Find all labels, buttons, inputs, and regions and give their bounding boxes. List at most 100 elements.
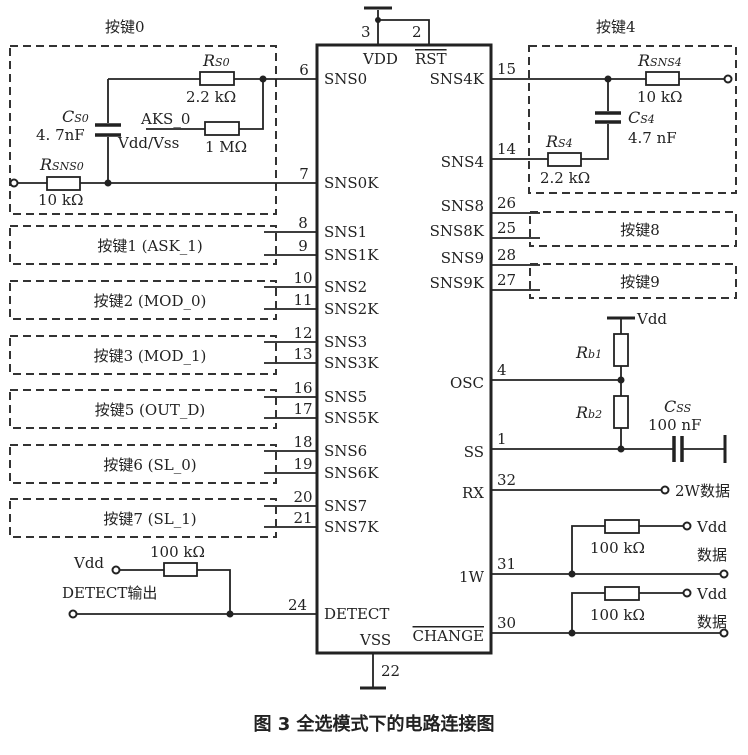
pin-name: SNS1K: [324, 246, 379, 264]
resistor-1w-pullup: [604, 519, 640, 534]
key-box-left[interactable]: 按键7 (SL_1): [9, 498, 277, 538]
key-box-left[interactable]: 按键1 (ASK_1): [9, 225, 277, 265]
oscillator-circuit: Vdd Rb1 Rb2 CSS 100 nF: [491, 310, 727, 463]
terminal[interactable]: [68, 609, 78, 619]
detect-circuit: Vdd 100 kΩ DETECT输出: [62, 543, 317, 619]
aks-label: AKS_0: [140, 110, 190, 128]
pin-number: 11: [293, 291, 312, 309]
key-label: 按键8: [620, 221, 660, 239]
cs0-value: 4. 7nF: [36, 126, 85, 144]
terminal[interactable]: [719, 628, 729, 638]
pin-name: SNS7: [324, 497, 367, 515]
key-box-left[interactable]: 按键6 (SL_0): [9, 444, 277, 484]
key-box-left[interactable]: 按键2 (MOD_0): [9, 280, 277, 320]
rx-2w-data-label: 2W数据: [675, 482, 730, 500]
pin-name: SNS2K: [324, 300, 379, 318]
terminal[interactable]: [111, 565, 121, 575]
pin-number: 18: [293, 433, 312, 451]
pin-number: 17: [293, 400, 312, 418]
pin-name: VDD: [362, 50, 398, 68]
resistor-rs4: [547, 152, 582, 167]
terminal[interactable]: [660, 485, 670, 495]
pin-number: 25: [497, 219, 516, 237]
pin-wire: [378, 19, 430, 45]
aks-label-2: Vdd/Vss: [117, 134, 179, 152]
pin-name: SNS6: [324, 442, 367, 460]
junction-dot: [104, 179, 112, 187]
pin-name: SNS0K: [324, 174, 379, 192]
key-box-outline: [529, 263, 737, 299]
pin-name: SNS4K: [430, 70, 485, 88]
pin-name: SNS8: [441, 197, 484, 215]
change-data-label: 数据: [697, 613, 727, 631]
rsns4-symbol: RSNS4: [637, 51, 682, 70]
change-vdd-label: Vdd: [696, 585, 727, 603]
key-box-outline: [9, 280, 277, 320]
pin-name: SNS7K: [324, 518, 379, 536]
resistor-rb2: [613, 395, 629, 429]
resistor-rsns4: [645, 71, 680, 86]
pin-number: 22: [381, 662, 400, 680]
rs4-value: 2.2 kΩ: [540, 169, 590, 187]
rx-circuit: 2W数据: [491, 482, 730, 500]
key-box-left[interactable]: 按键3 (MOD_1): [9, 335, 277, 375]
pin-name: SS: [464, 443, 484, 461]
key-label: 按键9: [620, 273, 660, 291]
cs0-symbol: CS0: [62, 107, 89, 126]
pin-name: 1W: [459, 568, 485, 586]
terminal[interactable]: [682, 588, 692, 598]
pin-number: 26: [497, 194, 516, 212]
junction-dot: [617, 376, 625, 384]
junction-dot: [226, 610, 234, 618]
resistor-rsns0: [46, 176, 81, 191]
pin-number: 6: [299, 61, 309, 79]
pin-number: 19: [293, 455, 312, 473]
pin-number: 20: [293, 488, 312, 506]
pin-name: OSC: [450, 374, 484, 392]
pin-number: 14: [497, 140, 516, 158]
pin-name: SNS4: [441, 153, 484, 171]
rs0-value: 2.2 kΩ: [186, 88, 236, 106]
pin-name: CHANGE: [413, 627, 484, 645]
key-box-outline: [9, 335, 277, 375]
terminal[interactable]: [719, 569, 729, 579]
1w-data-label: 数据: [697, 546, 727, 564]
change-circuit: Vdd 100 kΩ 数据: [491, 585, 729, 638]
pin-name: SNS5: [324, 388, 367, 406]
key-box-right[interactable]: 按键8: [529, 211, 737, 247]
pin-name: DETECT: [324, 605, 389, 623]
pin-name: RST: [415, 50, 447, 68]
resistor-rb1: [613, 333, 629, 367]
wire: [491, 124, 609, 160]
key-label: 按键5 (OUT_D): [95, 401, 206, 419]
change-res-value: 100 kΩ: [590, 606, 645, 624]
pin-name: SNS8K: [430, 222, 485, 240]
wire: [571, 592, 684, 633]
rs4-symbol: RS4: [545, 132, 573, 151]
pin-name: SNS0: [324, 70, 367, 88]
pin-number: 15: [497, 60, 516, 78]
css-value: 100 nF: [648, 416, 701, 434]
key-box-left[interactable]: 按键5 (OUT_D): [9, 389, 277, 429]
key-box-outline: [9, 498, 277, 538]
terminal[interactable]: [682, 521, 692, 531]
pin-name: SNS3: [324, 333, 367, 351]
pin-name: SNS9K: [430, 274, 485, 292]
pin-name: SNS2: [324, 278, 367, 296]
resistor-aks: [204, 121, 240, 136]
osc-vdd-label: Vdd: [636, 310, 667, 328]
rsns0-value: 10 kΩ: [38, 191, 83, 209]
wire: [146, 79, 264, 130]
pin-name: SNS6K: [324, 464, 379, 482]
resistor-change-pullup: [604, 586, 640, 601]
left-pin-group: SNS06SNS0K7SNS18SNS1K9SNS210SNS2K11SNS31…: [264, 61, 389, 623]
pin-number: 12: [293, 324, 312, 342]
key-box-right[interactable]: 按键9: [529, 263, 737, 299]
rb1-symbol: Rb1: [575, 343, 602, 362]
pin-number: 31: [497, 555, 516, 573]
pin-number: 28: [497, 246, 516, 264]
key0-circuit: 按键0 RS0 2.2 kΩ CS0 4. 7nF AKS_0 Vdd/Vss …: [9, 18, 317, 215]
detect-vdd-label: Vdd: [73, 554, 104, 572]
cs4-symbol: CS4: [628, 108, 655, 127]
